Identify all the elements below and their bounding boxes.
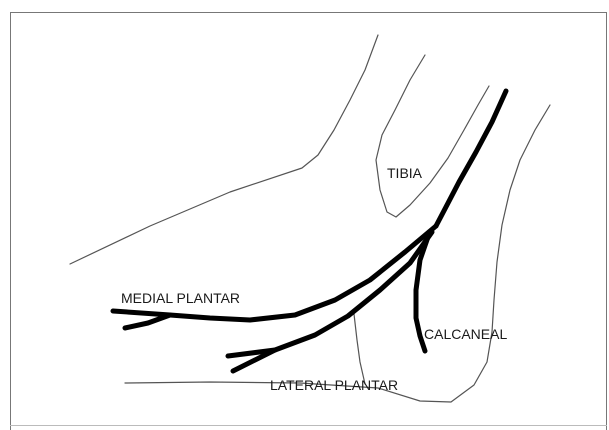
tibia-outline xyxy=(376,55,489,217)
medial-plantar-branch xyxy=(125,315,170,328)
posterior-leg-outline xyxy=(125,105,550,402)
lateral-plantar-nerve xyxy=(228,232,432,356)
lateral-plantar-label: LATERAL PLANTAR xyxy=(270,377,398,393)
tibia-label: TIBIA xyxy=(387,165,423,181)
heel-branch-outline xyxy=(354,314,365,384)
tibial-nerve-trunk xyxy=(436,91,506,226)
anterior-leg-outline xyxy=(70,35,378,264)
medial-plantar-label: MEDIAL PLANTAR xyxy=(121,290,240,306)
calcaneal-label: CALCANEAL xyxy=(424,326,507,342)
